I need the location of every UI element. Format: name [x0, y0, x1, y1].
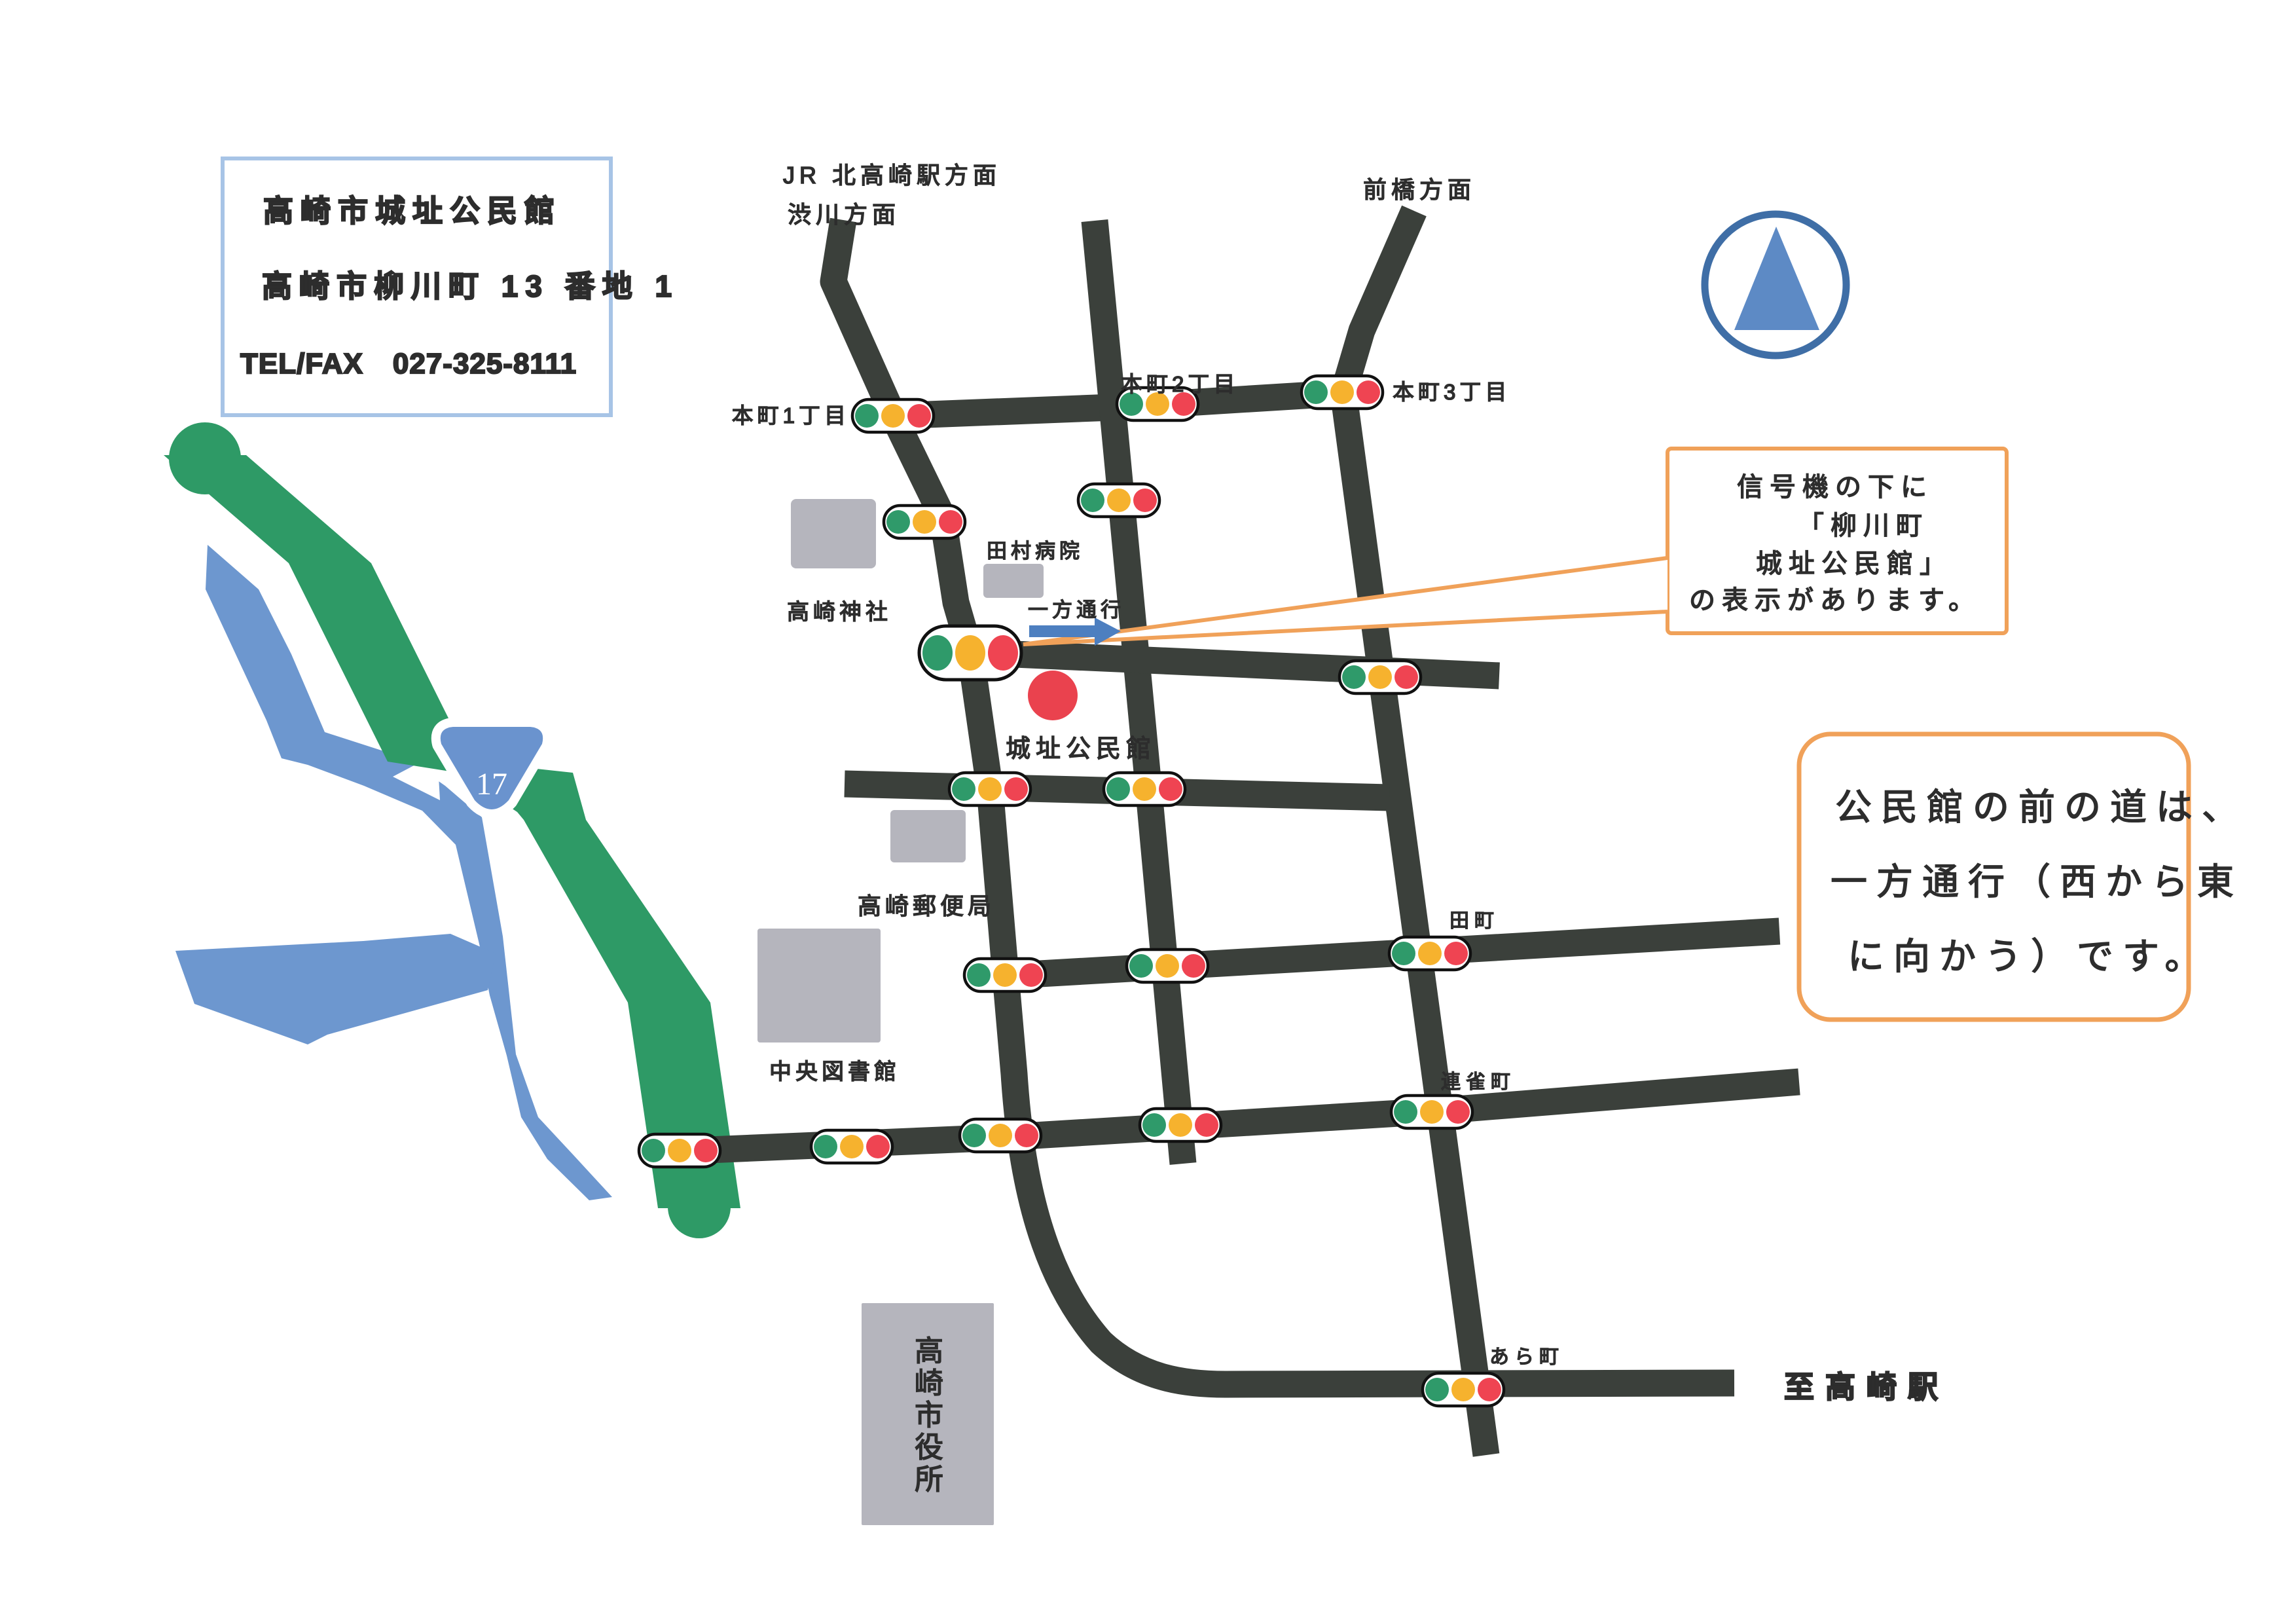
svg-text:JR 北高崎駅方面: JR 北高崎駅方面	[783, 162, 1001, 189]
svg-text:高: 高	[915, 1335, 943, 1367]
svg-text:本町3丁目: 本町3丁目	[1393, 380, 1510, 404]
svg-text:田村病院: 田村病院	[987, 540, 1084, 563]
svg-text:高崎神社: 高崎神社	[787, 600, 892, 625]
svg-text:TEL/FAX 027-325-8111: TEL/FAX 027-325-8111	[240, 348, 577, 380]
svg-text:の表示があります。: の表示があります。	[1689, 586, 1981, 615]
svg-text:連雀町: 連雀町	[1441, 1071, 1516, 1093]
svg-text:高崎市城址公民館: 高崎市城址公民館	[263, 194, 562, 228]
svg-text:田町: 田町	[1449, 910, 1499, 932]
svg-text:市: 市	[915, 1399, 943, 1431]
svg-text:公民館の前の道は、: 公民館の前の道は、	[1835, 786, 2248, 828]
svg-text:前橋方面: 前橋方面	[1363, 176, 1476, 203]
svg-text:城址公民館: 城址公民館	[1006, 735, 1156, 763]
svg-text:あら町: あら町	[1489, 1346, 1564, 1368]
svg-text:「柳川町: 「柳川町	[1798, 511, 1929, 540]
svg-text:本町2丁目: 本町2丁目	[1121, 372, 1239, 396]
svg-text:高崎市柳川町 13 番地 1: 高崎市柳川町 13 番地 1	[262, 269, 679, 303]
svg-text:崎: 崎	[915, 1367, 943, 1399]
svg-text:渋川方面: 渋川方面	[788, 201, 900, 228]
svg-text:役: 役	[915, 1431, 943, 1464]
svg-text:高崎郵便局: 高崎郵便局	[858, 893, 995, 919]
svg-text:本町1丁目: 本町1丁目	[732, 403, 850, 428]
svg-text:一方通行（西から東: 一方通行（西から東	[1831, 861, 2243, 902]
svg-text:一方通行: 一方通行	[1028, 599, 1125, 621]
svg-text:城址公民館」: 城址公民館」	[1756, 549, 1952, 578]
svg-text:信号機の下に: 信号機の下に	[1737, 473, 1933, 502]
svg-text:に向かう）です。: に向かう）です。	[1848, 936, 2210, 977]
svg-text:所: 所	[915, 1464, 943, 1496]
svg-text:17: 17	[476, 767, 507, 802]
svg-text:中央図書館: 中央図書館	[769, 1060, 900, 1084]
svg-text:至高崎駅: 至高崎駅	[1784, 1370, 1949, 1404]
